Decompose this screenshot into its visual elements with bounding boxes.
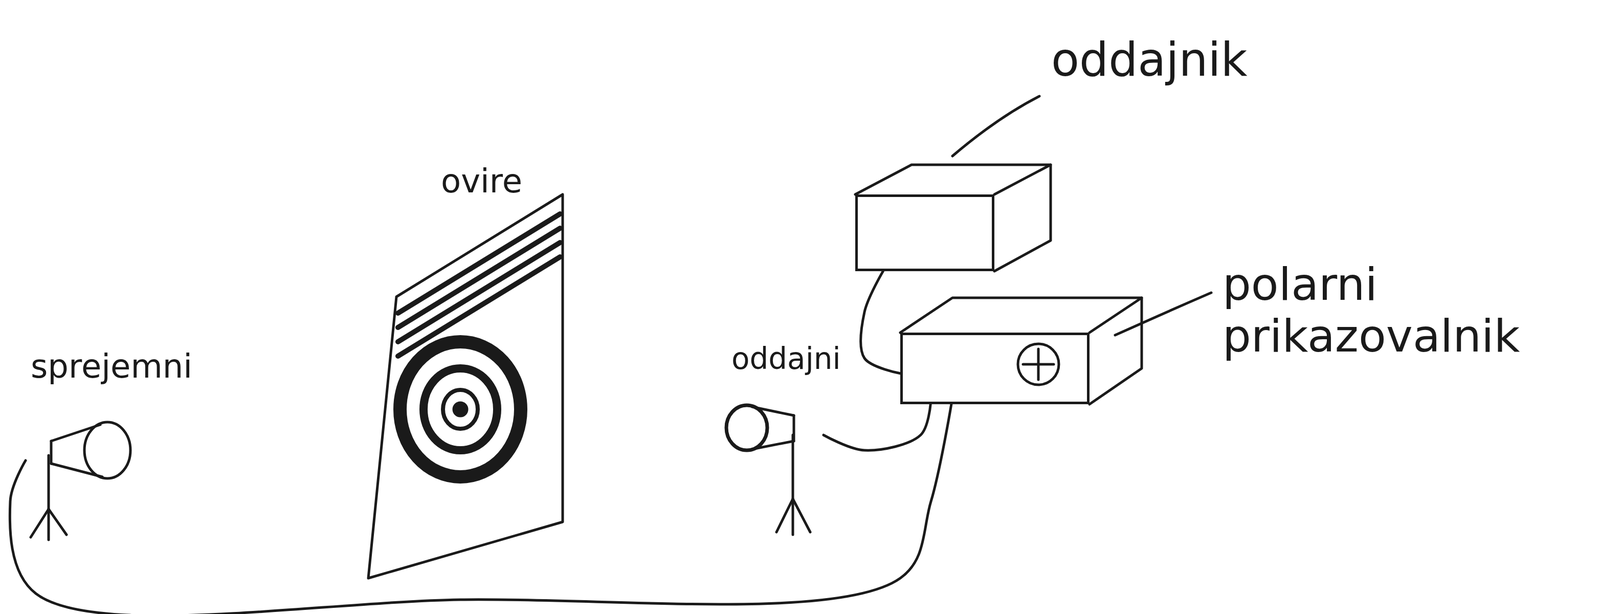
polar-display-box xyxy=(900,297,1142,405)
leader-line xyxy=(952,96,1040,157)
device-region: sprejemni xyxy=(25,419,139,548)
obstacle-panel xyxy=(368,194,563,579)
device-label: oddajnik xyxy=(1051,33,1248,87)
transmitter-body xyxy=(751,440,794,450)
box-top-face xyxy=(855,164,1051,195)
panel-outline xyxy=(368,194,563,579)
receiver-horn xyxy=(84,421,131,479)
stripe xyxy=(397,228,561,328)
cable xyxy=(860,271,901,374)
cable xyxy=(823,404,931,451)
stripe xyxy=(397,213,561,314)
leader-line xyxy=(1115,292,1212,336)
dial-symbol xyxy=(1017,343,1059,385)
tripod xyxy=(47,508,51,540)
transmitter-device xyxy=(726,405,811,535)
target-ring xyxy=(423,368,498,451)
target-ring xyxy=(442,389,478,429)
transmitter-box xyxy=(855,164,1051,272)
tripod xyxy=(47,455,51,509)
receiver-body xyxy=(51,463,103,477)
device-label: polarni prikazovalnik xyxy=(1222,258,1581,362)
device-region: oddajni xyxy=(716,398,824,538)
target-center xyxy=(453,402,468,416)
tripod xyxy=(791,498,795,535)
transmitter-body xyxy=(751,406,794,416)
stripe xyxy=(397,242,561,342)
transmitter-horn xyxy=(726,405,768,451)
tripod xyxy=(791,434,795,499)
receiver-body xyxy=(51,424,101,441)
box-top-face xyxy=(900,297,1142,333)
box-side-face xyxy=(994,164,1051,272)
target-ring xyxy=(400,341,521,477)
cable xyxy=(9,404,952,614)
box-side-face xyxy=(1089,297,1142,405)
device-label: oddajni xyxy=(731,341,841,376)
dial-cross xyxy=(1037,348,1040,380)
panel-stripes xyxy=(397,213,561,357)
receiver-device xyxy=(30,421,131,540)
device-label: sprejemni xyxy=(30,347,193,386)
part-label: ovire xyxy=(440,162,523,201)
receiver-body xyxy=(50,440,53,464)
device-box: polarni prikazovalnik xyxy=(900,332,1090,405)
device-box: oddajnik xyxy=(855,194,995,272)
